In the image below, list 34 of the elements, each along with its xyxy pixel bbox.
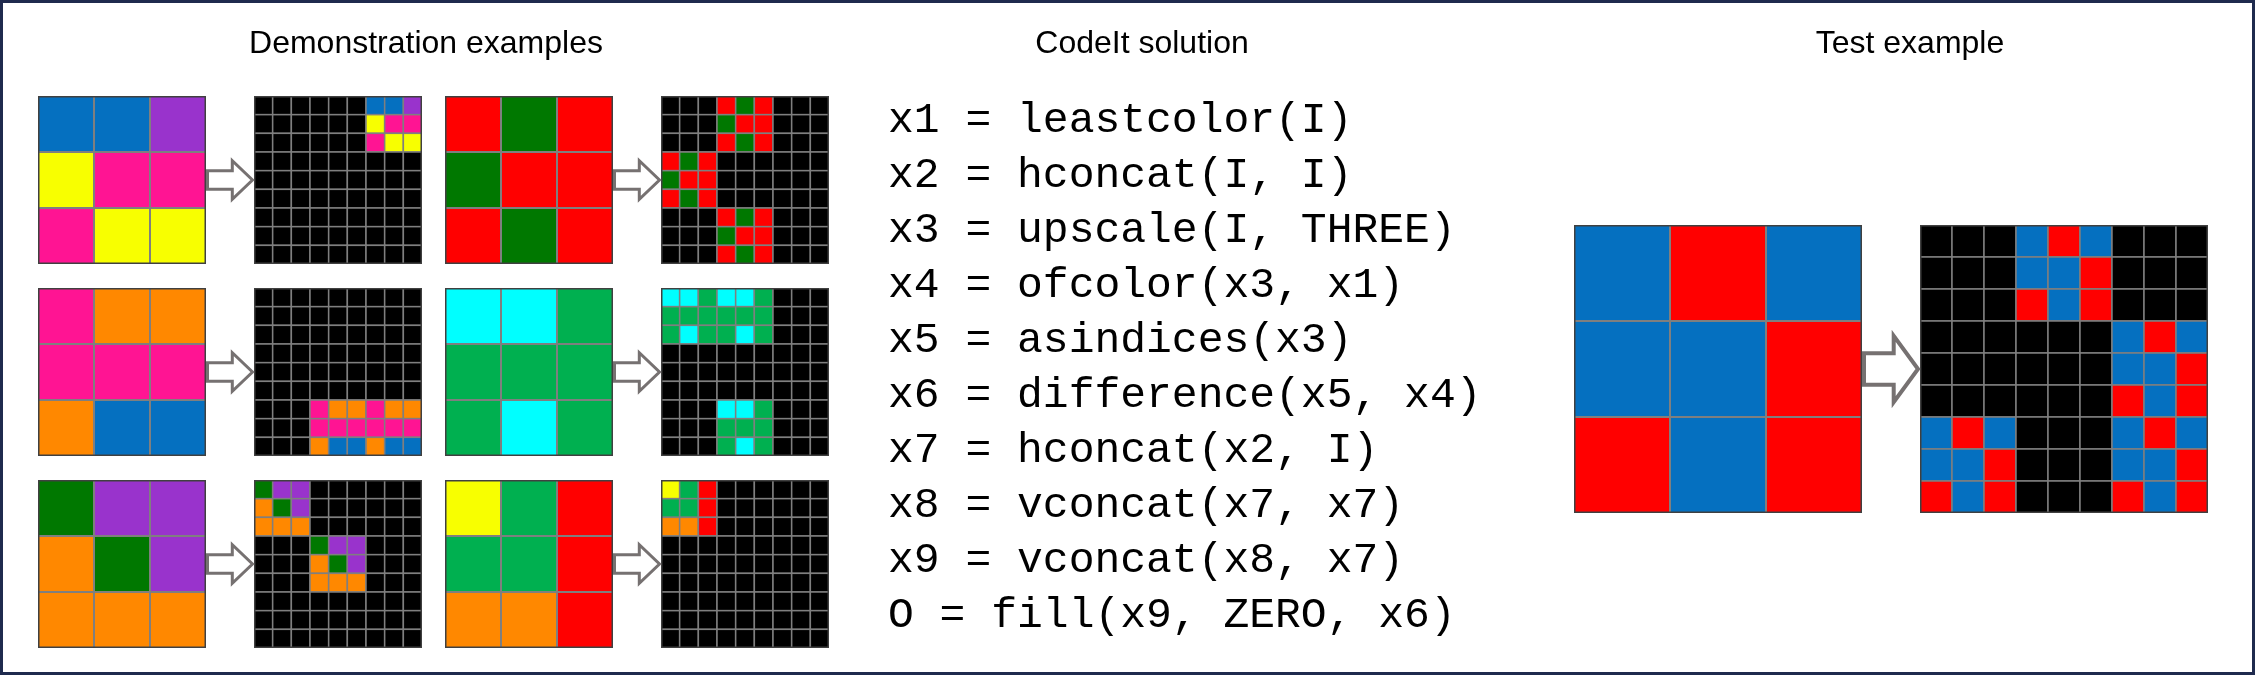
input-grid <box>38 288 206 456</box>
input-grid <box>38 480 206 648</box>
section-heading: Test example <box>1815 24 2005 61</box>
code-line: x7 = hconcat(x2, I) <box>888 427 1379 475</box>
section-heading: Demonstration examples <box>249 24 603 61</box>
code-line: x8 = vconcat(x7, x7) <box>888 482 1405 530</box>
input-grid <box>445 480 613 648</box>
block-arrow <box>206 157 255 203</box>
code-line: x2 = hconcat(I, I) <box>888 152 1353 200</box>
code-line: x4 = ofcolor(x3, x1) <box>888 262 1405 310</box>
output-grid <box>661 480 829 648</box>
block-arrow <box>206 349 255 395</box>
output-grid <box>1920 225 2208 513</box>
block-arrow <box>613 157 662 203</box>
input-grid <box>445 96 613 264</box>
section-heading: CodeIt solution <box>1035 24 1249 61</box>
block-arrow <box>1862 329 1921 409</box>
code-line: O = fill(x9, ZERO, x6) <box>888 592 1456 640</box>
input-grid <box>1574 225 1862 513</box>
block-arrow <box>206 541 255 587</box>
block-arrow <box>613 349 662 395</box>
output-grid <box>254 96 422 264</box>
output-grid <box>254 480 422 648</box>
code-line: x9 = vconcat(x8, x7) <box>888 537 1405 585</box>
code-line: x1 = leastcolor(I) <box>888 97 1353 145</box>
output-grid <box>254 288 422 456</box>
code-line: x3 = upscale(I, THREE) <box>888 207 1456 255</box>
input-grid <box>38 96 206 264</box>
code-line: x5 = asindices(x3) <box>888 317 1353 365</box>
code-line: x6 = difference(x5, x4) <box>888 372 1482 420</box>
output-grid <box>661 288 829 456</box>
block-arrow <box>613 541 662 587</box>
input-grid <box>445 288 613 456</box>
output-grid <box>661 96 829 264</box>
